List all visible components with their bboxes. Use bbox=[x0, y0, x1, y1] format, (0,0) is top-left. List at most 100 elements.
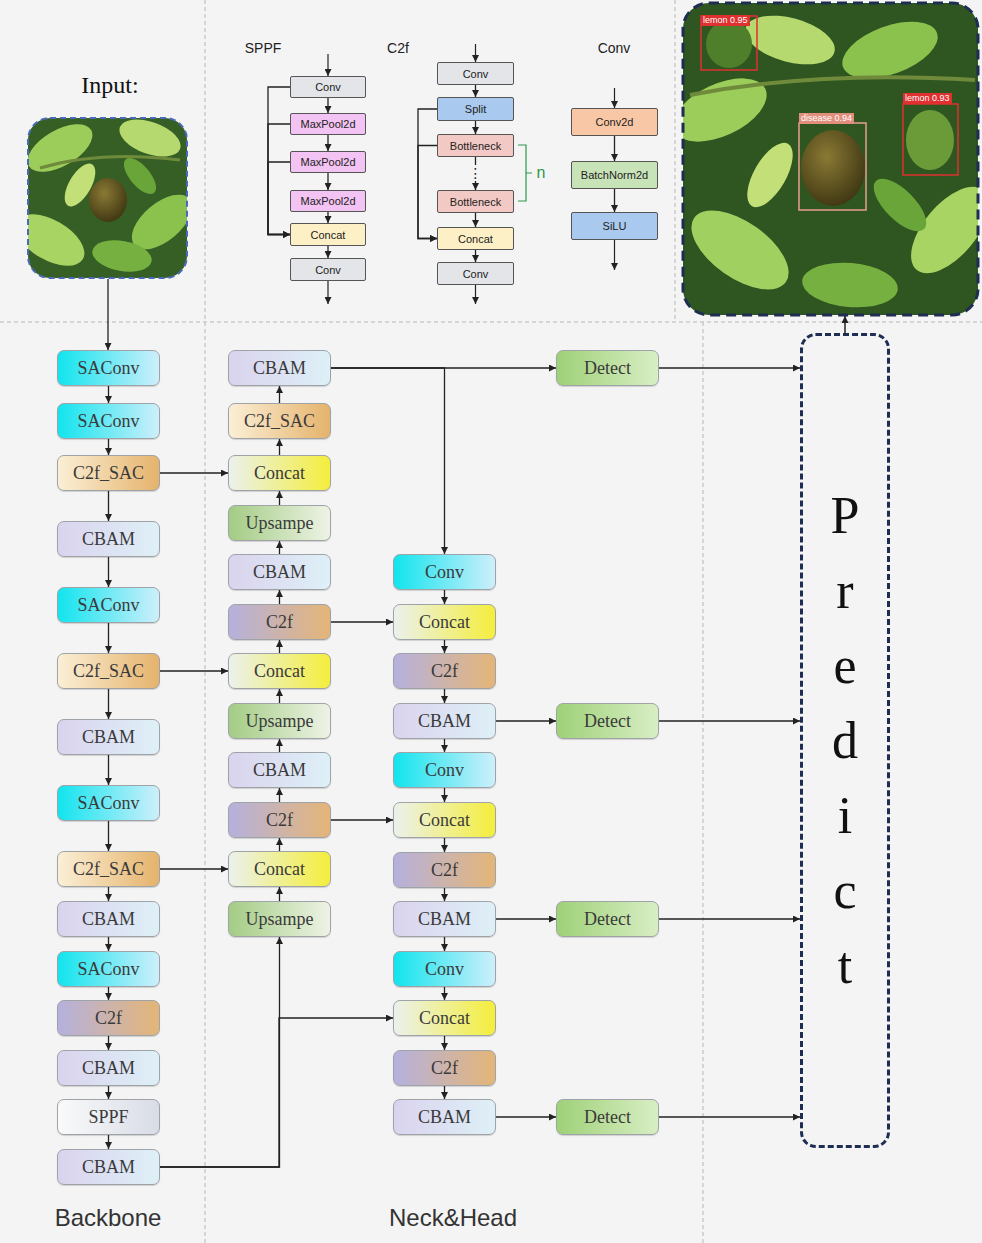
box-label: C2f_SAC bbox=[73, 463, 144, 484]
box-label: Concat bbox=[254, 661, 305, 682]
module-title: Conv bbox=[598, 40, 631, 56]
box-label: Concat bbox=[254, 859, 305, 880]
box-label: C2f_SAC bbox=[244, 411, 315, 432]
box-label: Detect bbox=[584, 358, 631, 379]
detection-box bbox=[701, 16, 757, 70]
module-box: Concat bbox=[437, 227, 514, 250]
detect-head: Detect bbox=[556, 703, 659, 739]
box-label: CBAM bbox=[253, 358, 306, 379]
module-box: Conv bbox=[437, 262, 514, 285]
flow-arrow bbox=[279, 590, 280, 604]
layer-box: SAConv bbox=[57, 785, 160, 821]
module-box: Split bbox=[437, 97, 514, 121]
box-label: Split bbox=[465, 103, 486, 115]
box-label: SAConv bbox=[77, 358, 139, 379]
input-photo bbox=[28, 118, 187, 278]
flow-arrow bbox=[444, 838, 445, 852]
flow-arrow bbox=[614, 88, 615, 108]
flow-arrow bbox=[108, 1086, 109, 1099]
box-label: CBAM bbox=[82, 1058, 135, 1079]
layer-box: Concat bbox=[393, 604, 496, 640]
box-label: Conv bbox=[463, 68, 489, 80]
flow-arrow bbox=[279, 739, 280, 752]
layer-box: CBAM bbox=[57, 521, 160, 557]
box-label: MaxPool2d bbox=[300, 156, 355, 168]
layer-box: C2f bbox=[393, 1050, 496, 1086]
layer-box: CBAM bbox=[393, 703, 496, 739]
flow-arrow bbox=[659, 720, 800, 721]
layer-box: C2f bbox=[57, 1000, 160, 1036]
layer-box: C2f_SAC bbox=[57, 653, 160, 689]
box-label: C2f bbox=[431, 1058, 458, 1079]
box-label: Conv bbox=[425, 760, 464, 781]
flow-arrow bbox=[444, 888, 445, 901]
box-label: SAConv bbox=[77, 793, 139, 814]
layer-box: Concat bbox=[228, 653, 331, 689]
box-label: Conv bbox=[463, 268, 489, 280]
input-heading: Input: bbox=[81, 72, 138, 99]
layer-box: CBAM bbox=[228, 350, 331, 386]
box-label: C2f_SAC bbox=[73, 859, 144, 880]
box-label: SAConv bbox=[77, 595, 139, 616]
box-label: Detect bbox=[584, 909, 631, 930]
flow-arrow bbox=[108, 887, 109, 901]
detection-tag: lemon 0.93 bbox=[903, 93, 952, 104]
layer-box: Upsampe bbox=[228, 703, 331, 739]
photo-frame bbox=[683, 3, 978, 315]
detect-head: Detect bbox=[556, 350, 659, 386]
flow-arrow bbox=[108, 755, 109, 785]
flow-arrow bbox=[327, 54, 328, 76]
flow-arrow bbox=[160, 868, 228, 869]
flow-arrow bbox=[108, 1135, 109, 1149]
flow-arrow bbox=[444, 937, 445, 951]
flow-arrow bbox=[475, 213, 476, 227]
box-label: C2f bbox=[95, 1008, 122, 1029]
box-label: C2f bbox=[266, 810, 293, 831]
layer-box: Concat bbox=[228, 851, 331, 887]
box-label: C2f bbox=[266, 612, 293, 633]
divider-line bbox=[205, 0, 206, 1243]
flow-arrow bbox=[659, 1116, 800, 1117]
box-label: CBAM bbox=[418, 1107, 471, 1128]
flow-arrow bbox=[444, 590, 445, 604]
layer-box: SAConv bbox=[57, 951, 160, 987]
module-box: Bottleneck bbox=[437, 134, 514, 157]
flow-arrow bbox=[418, 146, 437, 239]
flow-arrow bbox=[279, 887, 280, 901]
photo-frame bbox=[28, 118, 187, 278]
divider-line bbox=[703, 322, 704, 1243]
flow-arrow bbox=[108, 1036, 109, 1050]
flow-arrow bbox=[108, 937, 109, 951]
flow-arrow bbox=[160, 937, 280, 1167]
repeat-bracket bbox=[518, 145, 532, 201]
flow-arrow bbox=[475, 44, 476, 62]
box-label: CBAM bbox=[253, 562, 306, 583]
flow-arrow bbox=[268, 124, 290, 235]
box-label: MaxPool2d bbox=[300, 118, 355, 130]
box-label: BatchNorm2d bbox=[581, 169, 648, 181]
box-label: CBAM bbox=[82, 529, 135, 550]
layer-box: SAConv bbox=[57, 587, 160, 623]
flow-arrow bbox=[327, 246, 328, 258]
flow-arrow bbox=[444, 987, 445, 1000]
box-label: CBAM bbox=[418, 909, 471, 930]
layer-box: C2f bbox=[393, 852, 496, 888]
flow-arrow bbox=[108, 689, 109, 719]
flow-arrow bbox=[444, 739, 445, 752]
layer-box: C2f bbox=[228, 604, 331, 640]
flow-arrow bbox=[444, 1036, 445, 1050]
flow-arrow bbox=[108, 386, 109, 403]
box-label: Conv2d bbox=[596, 116, 634, 128]
flow-arrow bbox=[475, 121, 476, 134]
detect-head: Detect bbox=[556, 901, 659, 937]
flow-arrow bbox=[160, 670, 228, 671]
predict-box: Predict bbox=[800, 333, 890, 1148]
box-label: C2f bbox=[431, 661, 458, 682]
box-label: CBAM bbox=[82, 727, 135, 748]
flow-arrow bbox=[279, 491, 280, 505]
module-arrows bbox=[328, 44, 845, 333]
repeat-count: n bbox=[537, 164, 546, 182]
layer-box: SAConv bbox=[57, 403, 160, 439]
layer-box: C2f_SAC bbox=[228, 403, 331, 439]
